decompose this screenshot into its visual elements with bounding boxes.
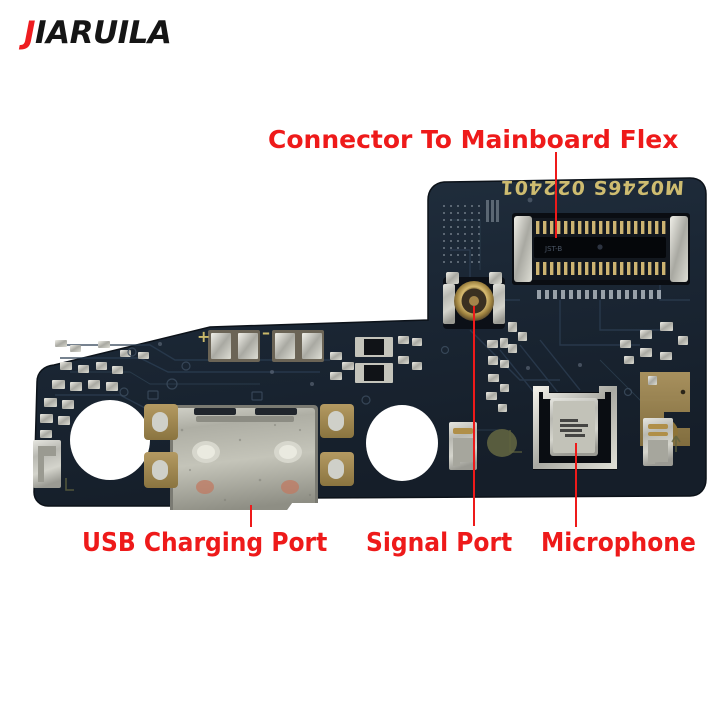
brand-logo: JIARUILA (24, 15, 172, 51)
microphone-component (533, 386, 617, 470)
polarity-minus-mark: – (262, 323, 270, 342)
label-signal-port: Signal Port (366, 528, 513, 558)
mainboard-flex-connector: JST-B (512, 213, 690, 299)
spring-contacts (33, 418, 673, 488)
label-microphone: Microphone (541, 528, 696, 558)
smd-components (40, 322, 688, 438)
leader-line-microphone (575, 443, 577, 527)
label-usb-charging-port: USB Charging Port (82, 528, 328, 558)
brand-logo-text: IARUILA (35, 15, 172, 51)
svg-text:JST-B: JST-B (544, 245, 562, 253)
leader-line-signal (473, 306, 475, 526)
brand-logo-accent-letter: J (24, 15, 36, 51)
smd-capacitors (208, 330, 393, 383)
leader-line-connector (555, 152, 557, 238)
pcb-part-number-silkscreen: M0246S 022401 (498, 176, 685, 198)
mount-hole-center (366, 405, 438, 481)
usb-charging-port (170, 405, 318, 510)
signal-coax-port (443, 272, 505, 329)
label-connector-to-mainboard-flex: Connector To Mainboard Flex (268, 125, 679, 154)
polarity-plus-mark: + (197, 327, 211, 346)
leader-line-usb (250, 505, 252, 527)
mount-hole-left (70, 400, 150, 480)
